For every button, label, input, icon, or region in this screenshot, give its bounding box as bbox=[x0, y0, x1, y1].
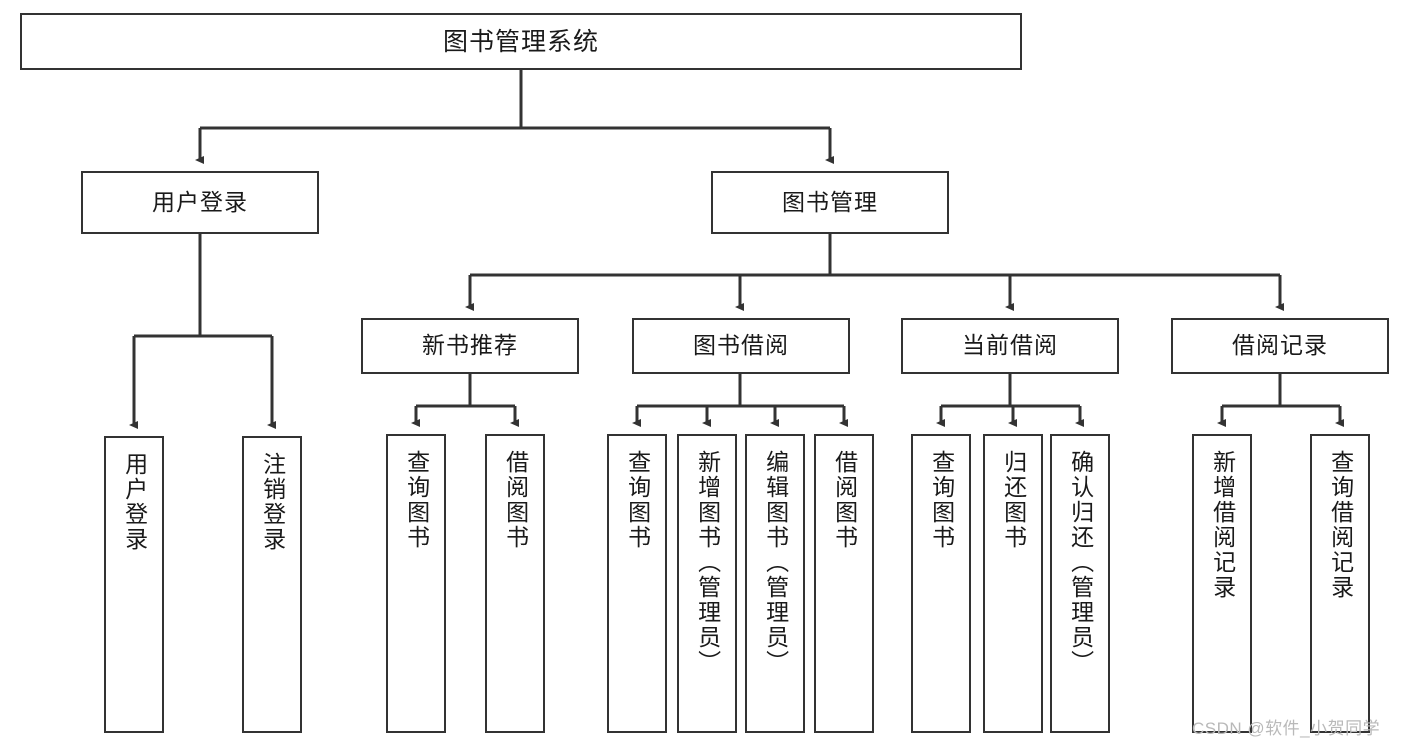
node-book-management-label: 图书管理 bbox=[782, 188, 878, 215]
node-leaf-edit-book-label: 编辑图书（管理员） bbox=[762, 450, 789, 675]
node-leaf-logout-label: 注销登录 bbox=[259, 452, 286, 552]
node-root[interactable]: 图书管理系统 bbox=[20, 13, 1022, 70]
edge-recommend-to-leaves bbox=[411, 374, 519, 427]
node-leaf-add-book[interactable]: 新增图书（管理员） bbox=[677, 434, 737, 733]
node-leaf-return-book[interactable]: 归还图书 bbox=[983, 434, 1043, 733]
node-leaf-edit-book[interactable]: 编辑图书（管理员） bbox=[745, 434, 805, 733]
node-leaf-borrow-book[interactable]: 借阅图书 bbox=[814, 434, 874, 733]
edge-bookmgmt-to-level3 bbox=[465, 234, 1284, 311]
node-leaf-user-login[interactable]: 用户登录 bbox=[104, 436, 164, 733]
node-new-book-recommend[interactable]: 新书推荐 bbox=[361, 318, 579, 374]
node-leaf-add-borrow-record-label: 新增借阅记录 bbox=[1209, 450, 1236, 600]
edge-userlogin-to-leaves bbox=[129, 234, 276, 429]
node-leaf-add-borrow-record[interactable]: 新增借阅记录 bbox=[1192, 434, 1252, 733]
node-leaf-return-book-label: 归还图书 bbox=[1000, 450, 1027, 550]
node-book-management[interactable]: 图书管理 bbox=[711, 171, 949, 234]
node-leaf-add-book-label: 新增图书（管理员） bbox=[694, 450, 721, 675]
node-current-borrow-label: 当前借阅 bbox=[962, 332, 1058, 359]
node-leaf-query-book-borrow-label: 查询图书 bbox=[624, 450, 651, 550]
node-leaf-confirm-return[interactable]: 确认归还（管理员） bbox=[1050, 434, 1110, 733]
edge-borrowrecord-to-leaves bbox=[1217, 374, 1344, 427]
node-leaf-query-book-recommend-label: 查询图书 bbox=[403, 450, 430, 550]
node-leaf-user-login-label: 用户登录 bbox=[121, 452, 148, 552]
edge-root-to-level2 bbox=[195, 70, 834, 164]
edge-currentborrow-to-leaves bbox=[936, 374, 1084, 427]
node-leaf-query-book-borrow[interactable]: 查询图书 bbox=[607, 434, 667, 733]
node-current-borrow[interactable]: 当前借阅 bbox=[901, 318, 1119, 374]
node-leaf-query-borrow-record[interactable]: 查询借阅记录 bbox=[1310, 434, 1370, 733]
node-book-borrow-label: 图书借阅 bbox=[693, 332, 789, 359]
node-leaf-query-book-current-label: 查询图书 bbox=[928, 450, 955, 550]
node-user-login-label: 用户登录 bbox=[152, 188, 248, 215]
node-borrow-record[interactable]: 借阅记录 bbox=[1171, 318, 1389, 374]
node-root-label: 图书管理系统 bbox=[442, 27, 599, 56]
node-leaf-borrow-book-label: 借阅图书 bbox=[831, 450, 858, 550]
node-book-borrow[interactable]: 图书借阅 bbox=[632, 318, 850, 374]
edge-bookborrow-to-leaves bbox=[632, 374, 848, 427]
node-leaf-logout[interactable]: 注销登录 bbox=[242, 436, 302, 733]
node-user-login[interactable]: 用户登录 bbox=[81, 171, 319, 234]
node-leaf-query-book-current[interactable]: 查询图书 bbox=[911, 434, 971, 733]
node-leaf-confirm-return-label: 确认归还（管理员） bbox=[1067, 450, 1094, 675]
node-leaf-query-borrow-record-label: 查询借阅记录 bbox=[1327, 450, 1354, 600]
node-leaf-borrow-book-recommend-label: 借阅图书 bbox=[502, 450, 529, 550]
node-new-book-recommend-label: 新书推荐 bbox=[422, 332, 518, 359]
node-leaf-query-book-recommend[interactable]: 查询图书 bbox=[386, 434, 446, 733]
watermark-text: CSDN @软件_小贺同学 bbox=[1192, 719, 1381, 738]
node-leaf-borrow-book-recommend[interactable]: 借阅图书 bbox=[485, 434, 545, 733]
node-borrow-record-label: 借阅记录 bbox=[1232, 332, 1328, 359]
